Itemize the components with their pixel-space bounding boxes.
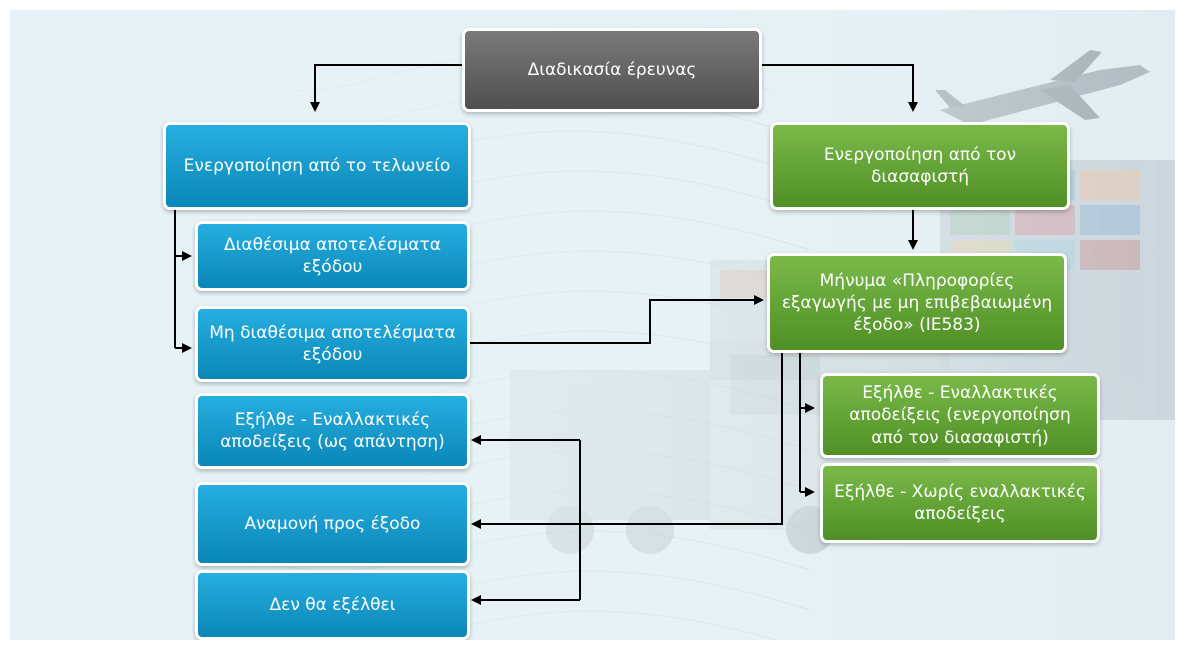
exited-alt-evidence-response-label: Εξήλθε - Εναλλακτικές αποδείξεις (ως απά…: [220, 409, 445, 452]
arrow-root-to-customs: [310, 64, 462, 112]
arrow-unavailable-to-ie583: [468, 295, 764, 344]
awaiting-exit-label: Αναμονή προς έξοδο: [244, 513, 421, 534]
exit-results-available-label: Διαθέσιμα αποτελέσματα εξόδου: [224, 234, 441, 277]
ie583-message-box: Μήνυμα «Πληροφορίες εξαγωγής με μη επιβε…: [767, 253, 1067, 353]
arrow-root-to-declarant: [762, 64, 918, 112]
declarant-activation-box: Ενεργοποίηση από τον διασαφιστή: [770, 122, 1070, 210]
awaiting-exit-box: Αναμονή προς έξοδο: [195, 482, 470, 566]
exited-no-alt-evidence-box: Εξήλθε - Χωρίς εναλλακτικές αποδείξεις: [820, 463, 1100, 543]
exited-alt-evidence-declarant-label: Εξήλθε - Εναλλακτικές αποδείξεις (ενεργο…: [849, 383, 1071, 448]
root-box: Διαδικασία έρευνας: [462, 28, 762, 112]
exit-results-unavailable-label: Μη διαθέσιμα αποτελέσματα εξόδου: [209, 322, 456, 365]
customs-activation-box: Ενεργοποίηση από το τελωνείο: [163, 122, 471, 210]
will-not-exit-label: Δεν θα εξέλθει: [269, 594, 396, 615]
customs-activation-label: Ενεργοποίηση από το τελωνείο: [183, 155, 451, 176]
exited-alt-evidence-declarant-box: Εξήλθε - Εναλλακτικές αποδείξεις (ενεργο…: [820, 373, 1100, 458]
diagram-canvas: Διαδικασία έρευνας Ενεργοποίηση από το τ…: [10, 10, 1175, 640]
exit-results-unavailable-box: Μη διαθέσιμα αποτελέσματα εξόδου: [195, 306, 470, 382]
ie583-message-label: Μήνυμα «Πληροφορίες εξαγωγής με μη επιβε…: [781, 270, 1053, 336]
declarant-activation-label: Ενεργοποίηση από τον διασαφιστή: [823, 144, 1017, 187]
exited-alt-evidence-response-box: Εξήλθε - Εναλλακτικές αποδείξεις (ως απά…: [195, 393, 470, 469]
root-label: Διαδικασία έρευνας: [527, 59, 697, 80]
will-not-exit-box: Δεν θα εξέλθει: [195, 570, 470, 640]
connector-arrows: [174, 64, 918, 605]
exited-no-alt-evidence-label: Εξήλθε - Χωρίς εναλλακτικές αποδείξεις: [834, 481, 1086, 524]
exit-results-available-box: Διαθέσιμα αποτελέσματα εξόδου: [195, 221, 470, 291]
arrow-ie583-to-awaiting: [471, 353, 783, 529]
